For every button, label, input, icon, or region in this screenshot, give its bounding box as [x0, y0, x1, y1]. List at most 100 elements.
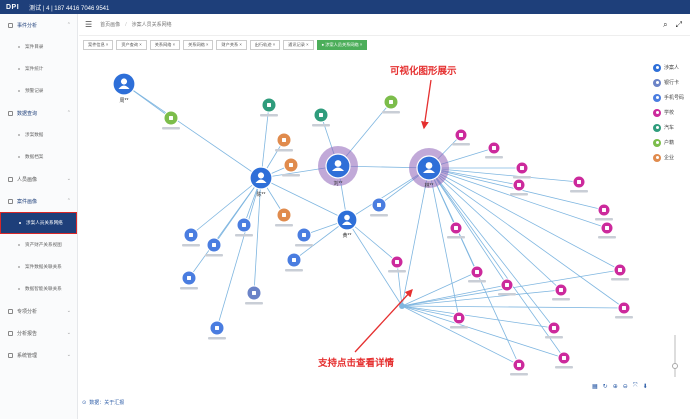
- entity-node[interactable]: [598, 221, 616, 239]
- sidebar-item-3-3[interactable]: 数据智能关联关系: [0, 278, 77, 300]
- search-icon[interactable]: ⌕: [663, 20, 668, 29]
- entity-node[interactable]: [208, 320, 226, 340]
- legend-item-2[interactable]: 手机号码: [653, 90, 690, 105]
- entity-glyph-icon: [517, 363, 521, 367]
- graph-edge: [346, 219, 398, 263]
- entity-node[interactable]: [388, 255, 406, 273]
- sidebar-section-2[interactable]: 人员画像⌄: [0, 168, 77, 190]
- entity-node[interactable]: [452, 128, 470, 146]
- sidebar-section-1[interactable]: 数据查询⌃: [0, 102, 77, 124]
- sidebar-item-0-0[interactable]: 案件目录: [0, 36, 77, 58]
- breadcrumb-item-2: 涉案人员关系网络: [131, 22, 172, 28]
- fit-view-icon[interactable]: ⤧: [632, 383, 638, 389]
- sidebar-item-label: 数据智能关联关系: [25, 286, 62, 291]
- entity-node[interactable]: [555, 351, 573, 369]
- graph-edge: [401, 305, 520, 366]
- legend-item-0[interactable]: 涉案人: [653, 60, 690, 75]
- entity-node[interactable]: [205, 237, 223, 257]
- entity-node[interactable]: [552, 283, 570, 301]
- tab-0[interactable]: 案件信息 ×: [83, 40, 114, 50]
- blurred-label-placeholder: [235, 234, 253, 237]
- sidebar-section-0[interactable]: 事件分析⌃: [0, 14, 77, 36]
- person-node[interactable]: 刘**: [318, 146, 358, 187]
- sidebar-item-0-2[interactable]: 预警记录: [0, 80, 77, 102]
- fullscreen-icon[interactable]: ⤢: [675, 20, 682, 29]
- blurred-label-placeholder: [312, 124, 330, 127]
- entity-node[interactable]: [513, 161, 531, 179]
- blurred-label-placeholder: [598, 236, 616, 239]
- zoom-slider[interactable]: [672, 335, 678, 377]
- entity-node[interactable]: [545, 321, 563, 339]
- sidebar-section-3[interactable]: 案件画像⌃: [0, 190, 77, 212]
- person-node[interactable]: 黄**: [336, 209, 358, 239]
- entity-node[interactable]: [295, 227, 313, 247]
- sidebar-item-3-0[interactable]: 涉案人员关系网络: [0, 212, 77, 234]
- tab-4[interactable]: 财产关系 ×: [216, 40, 247, 50]
- entity-node[interactable]: [282, 157, 300, 177]
- entity-node[interactable]: [611, 263, 629, 281]
- entity-node[interactable]: [595, 203, 613, 221]
- zoom-handle[interactable]: [672, 363, 678, 369]
- entity-node[interactable]: [312, 107, 330, 127]
- hub-node[interactable]: [399, 303, 405, 309]
- graph-edge: [428, 167, 580, 183]
- entity-node[interactable]: [510, 178, 528, 196]
- entity-node[interactable]: [260, 97, 278, 117]
- blurred-label-placeholder: [552, 298, 570, 301]
- layout-icon[interactable]: ▦: [592, 384, 598, 390]
- tab-3[interactable]: 关系网络 ×: [183, 40, 214, 50]
- entity-node[interactable]: [235, 217, 253, 237]
- entity-node[interactable]: [485, 141, 503, 159]
- sidebar-item-0-1[interactable]: 案件统计: [0, 58, 77, 80]
- bullet-icon: [18, 46, 20, 48]
- zoom-out-icon[interactable]: ⊖: [622, 384, 628, 390]
- entity-node[interactable]: [275, 207, 293, 227]
- entity-node[interactable]: [182, 227, 200, 247]
- entity-node[interactable]: [510, 358, 528, 376]
- entity-node[interactable]: [615, 301, 633, 319]
- download-icon[interactable]: ⬇: [642, 384, 648, 390]
- entity-node[interactable]: [468, 265, 486, 283]
- menu-toggle-icon[interactable]: ☰: [85, 20, 93, 29]
- legend-label: 手机号码: [664, 95, 685, 101]
- entity-node[interactable]: [498, 278, 516, 296]
- entity-node[interactable]: [370, 197, 388, 217]
- entity-glyph-icon: [282, 138, 286, 142]
- tab-1[interactable]: 资产查询 ×: [116, 40, 147, 50]
- sidebar-section-6[interactable]: 系统管理⌄: [0, 344, 77, 366]
- person-node[interactable]: 林**: [409, 148, 449, 189]
- entity-node[interactable]: [450, 311, 468, 329]
- legend-item-1[interactable]: 银行卡: [653, 75, 690, 90]
- breadcrumb-item-1[interactable]: 首页画像: [100, 22, 121, 28]
- relationship-graph[interactable]: 周** 陈** 刘** 黄** 林**: [79, 50, 690, 419]
- entity-node[interactable]: [245, 285, 263, 305]
- person-node[interactable]: 陈**: [249, 166, 273, 198]
- entity-node[interactable]: [570, 175, 588, 193]
- tab-2[interactable]: 关系网络 ×: [149, 40, 181, 50]
- sidebar-section-4[interactable]: 专项分析⌄: [0, 300, 77, 322]
- tab-6[interactable]: 通讯记录 ×: [283, 40, 314, 50]
- person-node[interactable]: 周**: [112, 72, 136, 104]
- tab-7[interactable]: ● 涉案人员关系网络 ×: [316, 40, 368, 50]
- entity-node[interactable]: [275, 132, 293, 152]
- entity-node[interactable]: [285, 252, 303, 272]
- entity-glyph-icon: [187, 276, 191, 280]
- zoom-in-icon[interactable]: ⊕: [612, 384, 618, 390]
- sidebar-item-3-2[interactable]: 案件数据关联关系: [0, 256, 77, 278]
- legend-item-6[interactable]: 企业: [653, 150, 690, 165]
- entity-node[interactable]: [162, 110, 180, 130]
- entity-node[interactable]: [447, 221, 465, 239]
- legend-item-3[interactable]: 学校: [653, 105, 690, 120]
- sidebar-item-3-1[interactable]: 资产财产关系视图: [0, 234, 77, 256]
- refresh-icon[interactable]: ↻: [602, 384, 608, 390]
- tab-5[interactable]: 出行轨迹 ×: [249, 40, 281, 50]
- entity-node[interactable]: [382, 94, 400, 114]
- sidebar-section-5[interactable]: 分析报告⌄: [0, 322, 77, 344]
- sidebar-item-1-1[interactable]: 数据档案: [0, 146, 77, 168]
- sidebar-item-1-0[interactable]: 涉案数据: [0, 124, 77, 146]
- entity-node[interactable]: [180, 270, 198, 290]
- chevron-up-icon: ⌃: [66, 110, 71, 116]
- legend-item-4[interactable]: 汽车: [653, 120, 690, 135]
- legend-item-5[interactable]: 户籍: [653, 135, 690, 150]
- entity-glyph-icon: [622, 306, 626, 310]
